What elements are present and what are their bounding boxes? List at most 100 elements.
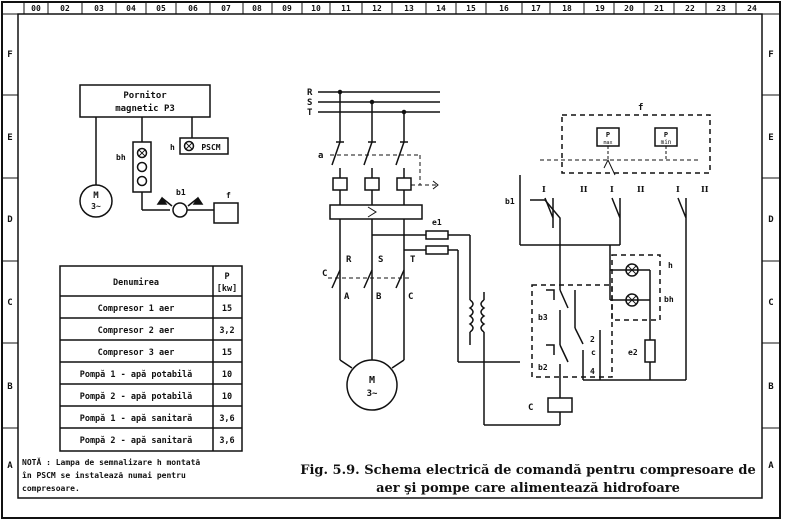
control-relay-enclosure [531,284,613,378]
note-line1: NOTĂ : Lampa de semnalizare h montată [22,456,200,467]
switch-a-label: a [318,151,323,161]
table-row-power: 10 [222,392,232,402]
table-header-name: Denumirea [113,277,159,288]
top-ruler-cell: 23 [705,2,726,14]
num-4: 4 [590,367,595,376]
contactor-label: C [322,269,327,279]
motor-label: M [93,191,99,201]
power-table [59,265,243,452]
power-circuit: R S T a e1 [307,88,520,411]
top-ruler-cell: 20 [613,2,634,14]
table-row-name: Compresor 3 aer [98,348,175,358]
pushbutton-b2 [546,344,569,363]
ruler-label: 05 [156,4,166,13]
lamp-icon [625,263,639,277]
signal-lamp-enclosure [611,254,661,321]
top-ruler-cell: 21 [643,2,664,14]
ruler-label: 18 [562,4,572,13]
ruler-label: E [768,133,773,143]
ruler-label: 21 [654,4,664,13]
selector-contact [611,197,621,228]
p-max-sub: max [603,140,612,146]
num-2: 2 [590,335,595,344]
relay-e1-label: e1 [432,218,442,227]
ruler-label: 11 [341,4,351,13]
ruler-label: 15 [466,4,476,13]
table-row-name: Compresor 1 aer [98,304,175,314]
table-row-name: Pompă 1 - apă potabilă [80,369,193,380]
thermal-relay-block [329,204,423,220]
table-row-power: 15 [222,304,232,314]
motor-symbol [79,184,113,218]
top-ruler-cell: 22 [673,2,695,14]
lamp-icon [625,293,639,307]
relay-e2 [644,339,656,363]
b1-label: b1 [505,197,515,206]
block-diagram: Pornitor magnetic P3 M 3~ h PSCM bh b1 [79,84,239,224]
phase-t-label: T [307,108,313,118]
ruler-label: A [7,461,13,471]
disconnect-switch [331,141,405,166]
pressure-box [213,202,239,224]
lamp-icon [183,140,195,152]
ruler-label: 13 [404,4,414,13]
pscm-text: PSCM [201,143,220,152]
ruler-label: 10 [311,4,321,13]
magnetic-starter-box [79,84,211,118]
phase-r-label: R [307,88,313,98]
p-min-sub: min [661,139,672,146]
starter-line1: Pornitor [123,90,167,101]
ruler-label: A [768,461,774,471]
f-label: f [638,103,643,113]
pos-label: II [580,184,588,194]
selector-contact [677,197,687,228]
caption-line1: Fig. 5.9. Schema electrică de comandă pe… [300,463,756,478]
top-ruler: 00 02 03 04 05 06 07 08 09 10 11 12 13 1… [23,2,757,14]
lamp-h-label: h [668,261,673,270]
pscm-box [179,137,229,155]
table-row-power: 10 [222,370,232,380]
f-label: f [226,191,231,200]
table-row-name: Pompă 2 - apă sanitară [80,435,193,446]
ruler-label: E [7,133,12,143]
note-line2: în PSCM se instalează numai pentru [22,470,186,480]
table-row-name: Pompă 2 - apă potabilă [80,391,193,402]
b2-label: b2 [538,363,548,372]
drawing-frame [1,1,781,519]
e2-label: e2 [628,348,638,357]
ruler-label: B [7,382,13,392]
lamp-icon [136,147,148,159]
pos-label: I [542,184,546,194]
contactor-coil [547,397,573,413]
power-table-text: Denumirea P [kw] Compresor 1 aer 15 Comp… [80,272,238,446]
ruler-label: 17 [531,4,541,13]
top-ruler-cell: 16 [485,2,509,14]
top-ruler-cell: 24 [735,2,757,14]
ruler-label: 00 [31,4,41,13]
starter-line2: magnetic P3 [115,103,175,114]
lamp-icon [136,175,148,187]
b3-label: b3 [538,313,548,322]
top-ruler-cell: 10 [301,2,321,14]
table-row-name: Compresor 2 aer [98,326,175,336]
ruler-label: C [7,298,12,308]
signal-column [132,141,152,193]
top-ruler-cell: 19 [583,2,605,14]
top-ruler-cell: 14 [425,2,446,14]
table-row-power: 15 [222,348,232,358]
hold-contact [574,327,584,345]
motor-sub: 3~ [91,202,101,211]
motor-label: M [369,375,375,386]
pscm-h-label: h [170,143,175,152]
conn-t-label: T [410,255,416,265]
table-row-power: 3,2 [219,326,234,336]
top-ruler-cell: 02 [47,2,70,14]
note-line3: compresoare. [22,484,80,493]
top-ruler-cell: 15 [455,2,476,14]
ruler-label: 24 [747,4,757,13]
contactor-poles [331,269,405,289]
float-switch [172,202,188,218]
ruler-label: 02 [60,4,70,13]
p-max: P [606,131,610,139]
